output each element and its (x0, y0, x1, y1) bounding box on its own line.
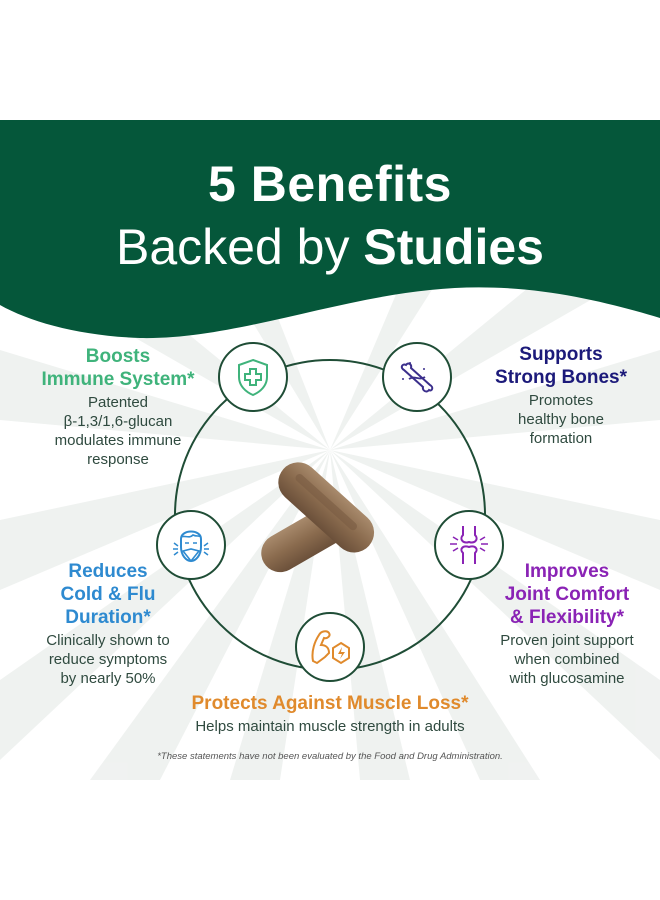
sneeze-face-icon (173, 530, 209, 563)
immune-icon-circle (218, 342, 288, 412)
cold-flu-icon-circle (156, 510, 226, 580)
benefit-heading: Reduces Cold & Flu Duration* (60, 561, 156, 628)
benefit-description: Patented β-1,3/1,6-glucan modulates immu… (54, 394, 182, 468)
benefit-description: Proven joint support when combined with … (500, 632, 634, 687)
benefit-description: Clinically shown to reduce symptoms by n… (46, 632, 170, 687)
joint-icon-circle (434, 510, 504, 580)
shield-plus-icon (238, 358, 268, 397)
benefit-immune: Boosts Immune System* Patented β-1,3/1,6… (20, 345, 216, 469)
benefit-description: Promotes healthy bone formation (518, 392, 604, 447)
bone-icon (400, 362, 434, 393)
title-line-1: 5 Benefits (208, 156, 452, 212)
benefit-bones: Supports Strong Bones* Promotes healthy … (466, 343, 656, 448)
benefit-description: Helps maintain muscle strength in adults (195, 718, 465, 735)
header-band (0, 120, 660, 339)
benefit-joint: Improves Joint Comfort & Flexibility* Pr… (474, 560, 660, 688)
benefit-muscle: Protects Against Muscle Loss* Helps main… (130, 692, 530, 736)
title-regular-text: Backed by (116, 219, 350, 275)
benefit-heading: Improves Joint Comfort & Flexibility* (504, 561, 630, 628)
title-bold-text: Studies (363, 219, 544, 275)
title-line-2: Backed by Studies (0, 218, 660, 276)
fda-disclaimer: *These statements have not been evaluate… (157, 751, 503, 762)
muscle-icon-circle (295, 612, 365, 682)
benefit-cold-flu: Reduces Cold & Flu Duration* Clinically … (20, 560, 196, 688)
capsules-image (261, 462, 375, 573)
benefit-heading: Boosts Immune System* (41, 346, 195, 390)
bones-icon-circle (382, 342, 452, 412)
benefit-heading: Supports Strong Bones* (495, 344, 627, 388)
flexed-arm-bolt-icon (311, 630, 350, 665)
benefit-heading: Protects Against Muscle Loss* (191, 693, 469, 714)
knee-joint-icon (450, 526, 488, 564)
